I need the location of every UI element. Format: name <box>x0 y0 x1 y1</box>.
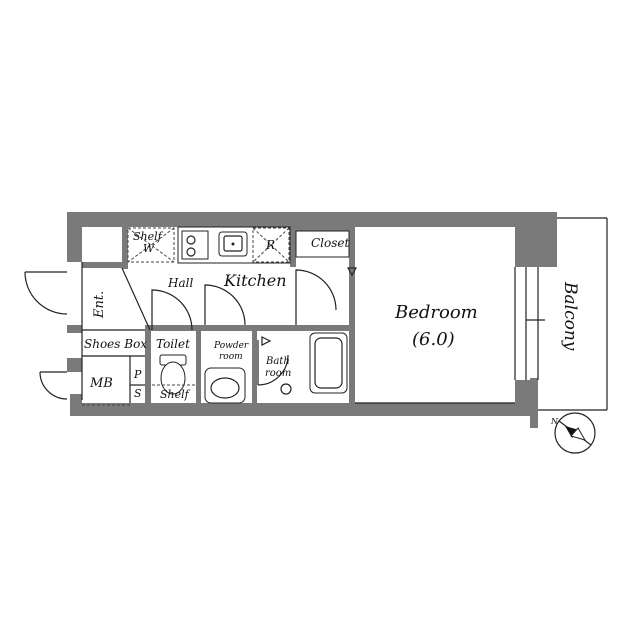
label-bath-2: room <box>265 368 291 379</box>
label-ent: Ent. <box>92 291 107 319</box>
exterior-walls <box>67 212 557 428</box>
label-balcony: Balcony <box>560 281 580 351</box>
label-bedroom: Bedroom <box>394 302 478 323</box>
label-shelf: Shelf <box>133 230 164 243</box>
compass-n-label: N <box>550 417 559 426</box>
north-compass: N <box>550 412 596 454</box>
label-ps-s: S <box>134 387 142 400</box>
label-r: R <box>265 238 275 252</box>
doors <box>24 269 337 400</box>
label-bedroom-size: (6.0) <box>412 329 455 350</box>
label-hall: Hall <box>167 276 193 290</box>
label-powder-room-2: room <box>219 352 243 362</box>
fixtures <box>127 227 358 404</box>
label-shoes-box: Shoes Box <box>84 337 147 351</box>
label-closet: Closet <box>311 236 350 250</box>
label-mb: MB <box>89 376 113 391</box>
label-powder-room-1: Powder <box>213 341 249 351</box>
label-kitchen: Kitchen <box>223 271 287 290</box>
room-labels: Shelf W R Closet Hall Kitchen Ent. Shoes… <box>84 230 580 401</box>
label-ps-p: P <box>133 368 142 381</box>
label-w: W <box>143 242 156 255</box>
label-toilet-shelf: Shelf <box>160 388 191 401</box>
label-toilet: Toilet <box>156 337 190 351</box>
label-bath-1: Bath <box>265 356 290 367</box>
